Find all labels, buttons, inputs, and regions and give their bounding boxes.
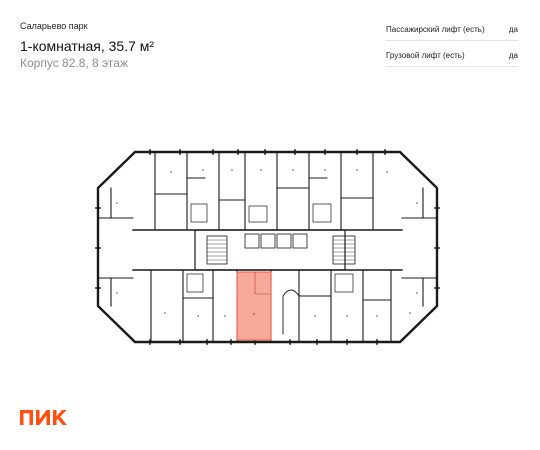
spec-divider — [386, 66, 518, 67]
spec-value: да — [508, 25, 518, 34]
spec-passenger-lift: Пассажирский лифт (есть) да — [386, 25, 518, 34]
spec-label: Пассажирский лифт (есть) — [386, 25, 485, 34]
elevator-2 — [260, 233, 276, 249]
elevator-4 — [292, 233, 308, 249]
spec-label: Грузовой лифт (есть) — [386, 51, 465, 60]
elevator-3 — [276, 233, 292, 249]
stair-left — [206, 235, 228, 265]
pik-logo[interactable] — [20, 408, 70, 431]
spec-divider — [386, 40, 518, 41]
curved-element — [282, 289, 300, 335]
core-block — [194, 229, 346, 271]
highlighted-apartment — [236, 271, 272, 341]
stair-right — [332, 235, 356, 265]
apartment-subtitle: Корпус 82.8, 8 этаж — [20, 56, 128, 70]
spec-value: да — [508, 51, 518, 60]
project-name: Саларьево парк — [20, 21, 88, 31]
outer-wall — [96, 150, 439, 344]
pik-logo-mark — [20, 410, 67, 425]
elevator-1 — [244, 233, 260, 249]
spec-cargo-lift: Грузовой лифт (есть) да — [386, 51, 518, 60]
apartment-title: 1-комнатная, 35.7 м² — [20, 38, 155, 54]
floor-plan — [95, 149, 440, 345]
